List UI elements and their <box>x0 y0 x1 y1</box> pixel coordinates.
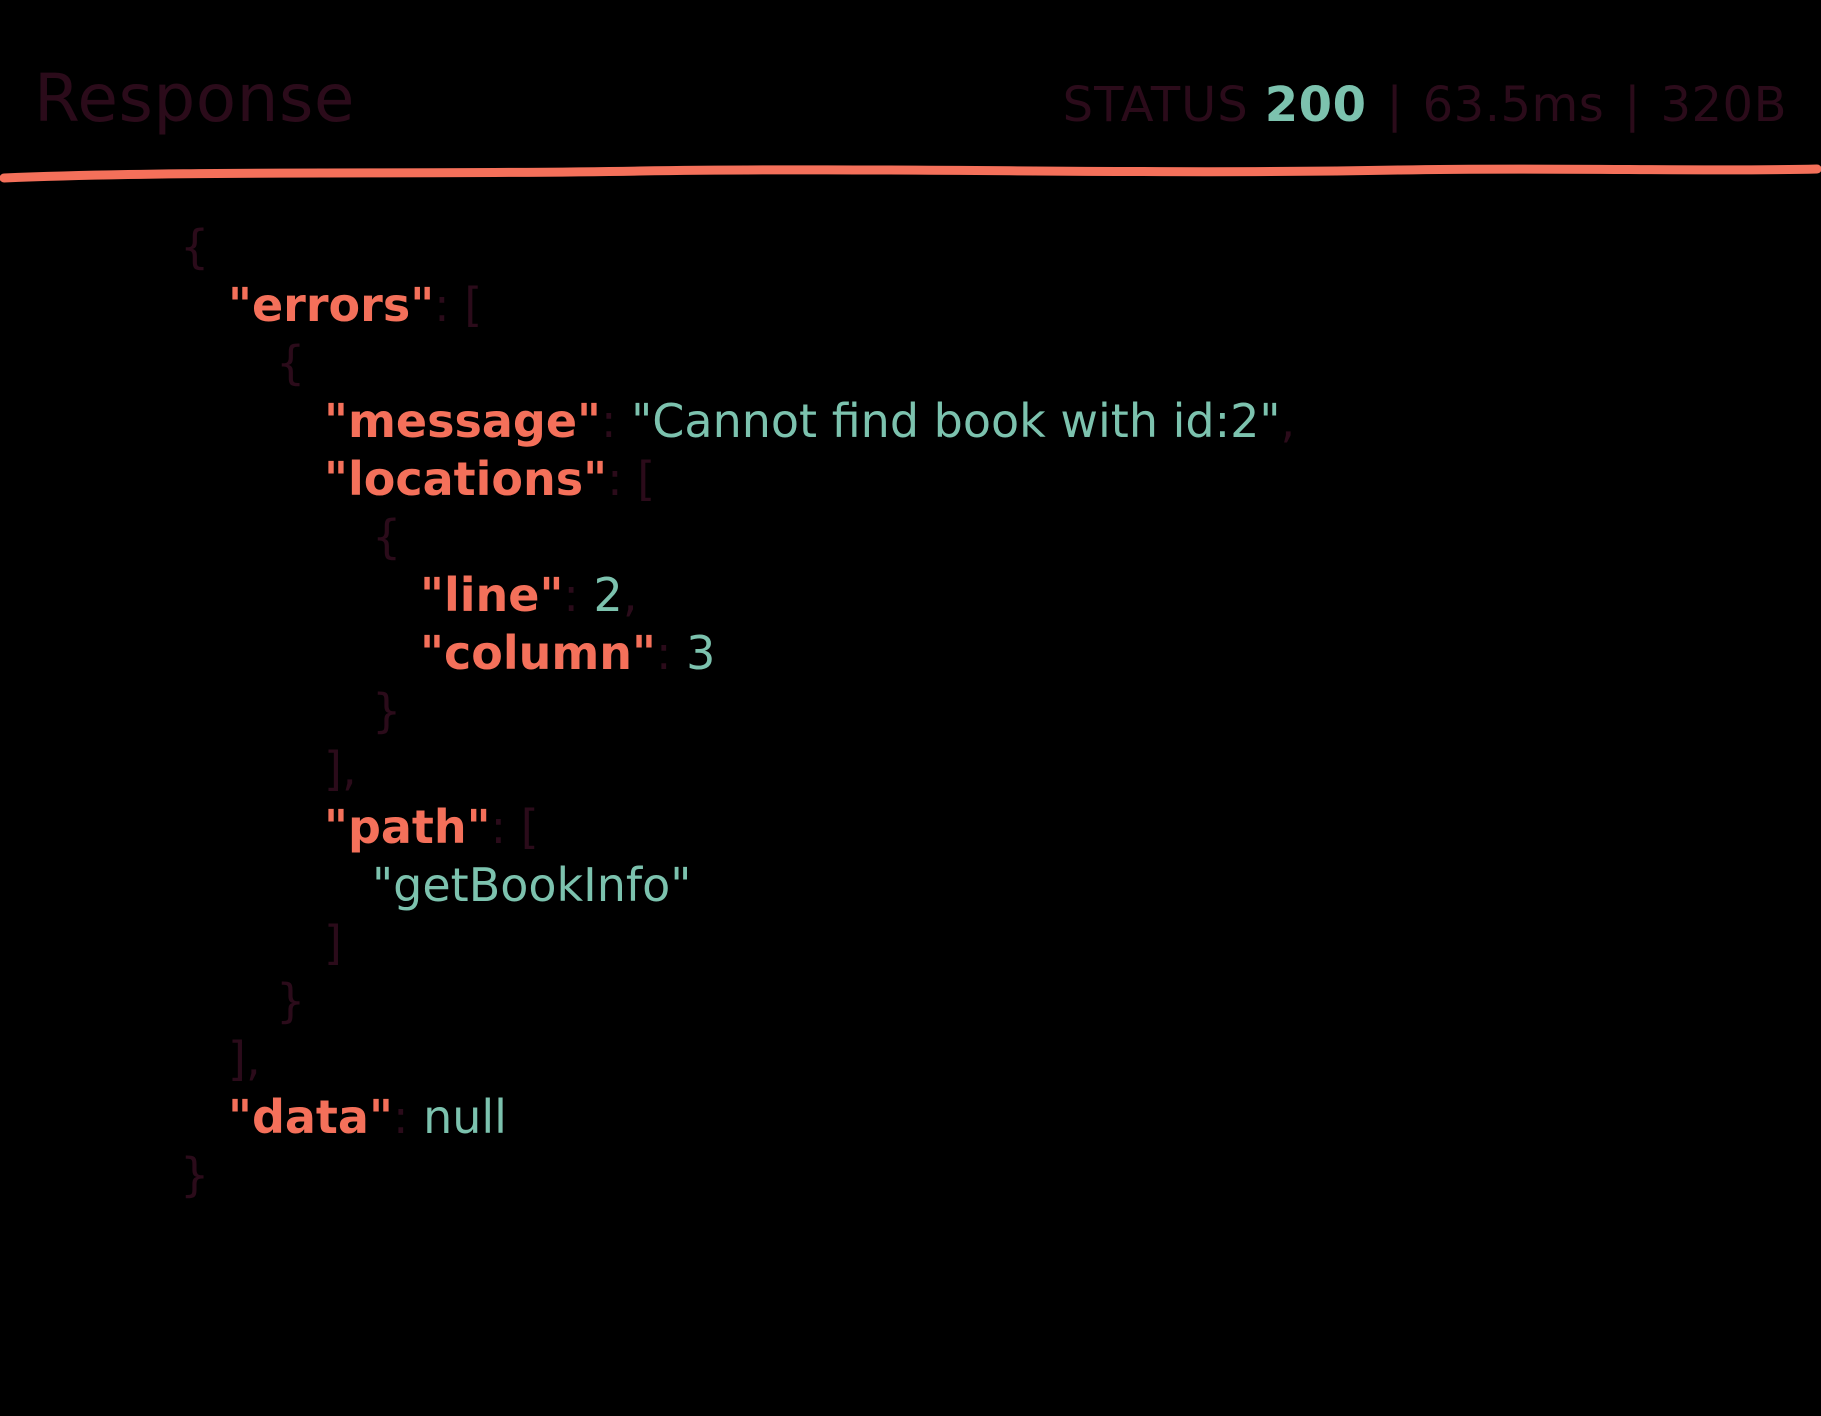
json-punctuation: , <box>622 568 638 622</box>
json-number-value: 2 <box>593 568 623 622</box>
json-string-value: "Cannot find book with id:2" <box>631 394 1281 448</box>
code-line: "getBookInfo" <box>0 856 1821 914</box>
code-line: } <box>0 972 1821 1030</box>
code-line: ] <box>0 914 1821 972</box>
code-line: "errors": [ <box>0 276 1821 334</box>
json-key: "errors" <box>228 278 435 332</box>
page-title: Response <box>34 60 355 137</box>
response-header: Response STATUS 200 | 63.5ms | 320B <box>0 0 1821 196</box>
code-line: { <box>0 508 1821 566</box>
json-key: "message" <box>324 394 601 448</box>
response-size: 320B <box>1660 77 1787 133</box>
code-line: } <box>0 682 1821 740</box>
json-punctuation: : <box>563 568 594 622</box>
code-line: "column": 3 <box>0 624 1821 682</box>
meta-separator-2: | <box>1624 77 1641 133</box>
code-line: "path": [ <box>0 798 1821 856</box>
response-body-code: {"errors": [{"message": "Cannot find boo… <box>0 218 1821 1204</box>
code-line: { <box>0 334 1821 392</box>
json-punctuation: : [ <box>490 800 539 854</box>
json-key: "line" <box>420 568 564 622</box>
json-punctuation: : <box>656 626 687 680</box>
json-key: "path" <box>324 800 491 854</box>
json-punctuation: : <box>392 1090 424 1144</box>
status-code: 200 <box>1264 77 1367 133</box>
code-line: "message": "Cannot find book with id:2", <box>0 392 1821 450</box>
json-punctuation: } <box>276 974 306 1028</box>
json-punctuation: } <box>372 684 402 738</box>
code-line: "line": 2, <box>0 566 1821 624</box>
json-key: "data" <box>228 1090 393 1144</box>
code-line: ], <box>0 740 1821 798</box>
json-punctuation: : [ <box>607 452 656 506</box>
code-line: ], <box>0 1030 1821 1088</box>
json-punctuation: ], <box>324 742 357 796</box>
code-line: } <box>0 1146 1821 1204</box>
json-punctuation: : [ <box>434 278 483 332</box>
json-punctuation: ], <box>228 1032 261 1086</box>
json-null-value: null <box>423 1090 507 1144</box>
json-punctuation: { <box>180 220 210 274</box>
json-punctuation: { <box>372 510 402 564</box>
json-punctuation: , <box>1280 394 1296 448</box>
json-punctuation: : <box>601 394 632 448</box>
json-key: "column" <box>420 626 656 680</box>
json-punctuation: } <box>180 1148 210 1202</box>
json-string-value: "getBookInfo" <box>372 858 692 912</box>
json-number-value: 3 <box>686 626 716 680</box>
meta-separator-1: | <box>1386 77 1403 133</box>
json-key: "locations" <box>324 452 608 506</box>
code-line: { <box>0 218 1821 276</box>
json-punctuation: { <box>276 336 306 390</box>
response-meta: STATUS 200 | 63.5ms | 320B <box>1063 76 1787 134</box>
code-line: "locations": [ <box>0 450 1821 508</box>
response-time: 63.5ms <box>1422 77 1605 133</box>
status-label: STATUS <box>1062 77 1249 133</box>
json-punctuation: ] <box>324 916 342 970</box>
header-divider <box>0 164 1821 183</box>
code-line: "data": null <box>0 1088 1821 1146</box>
